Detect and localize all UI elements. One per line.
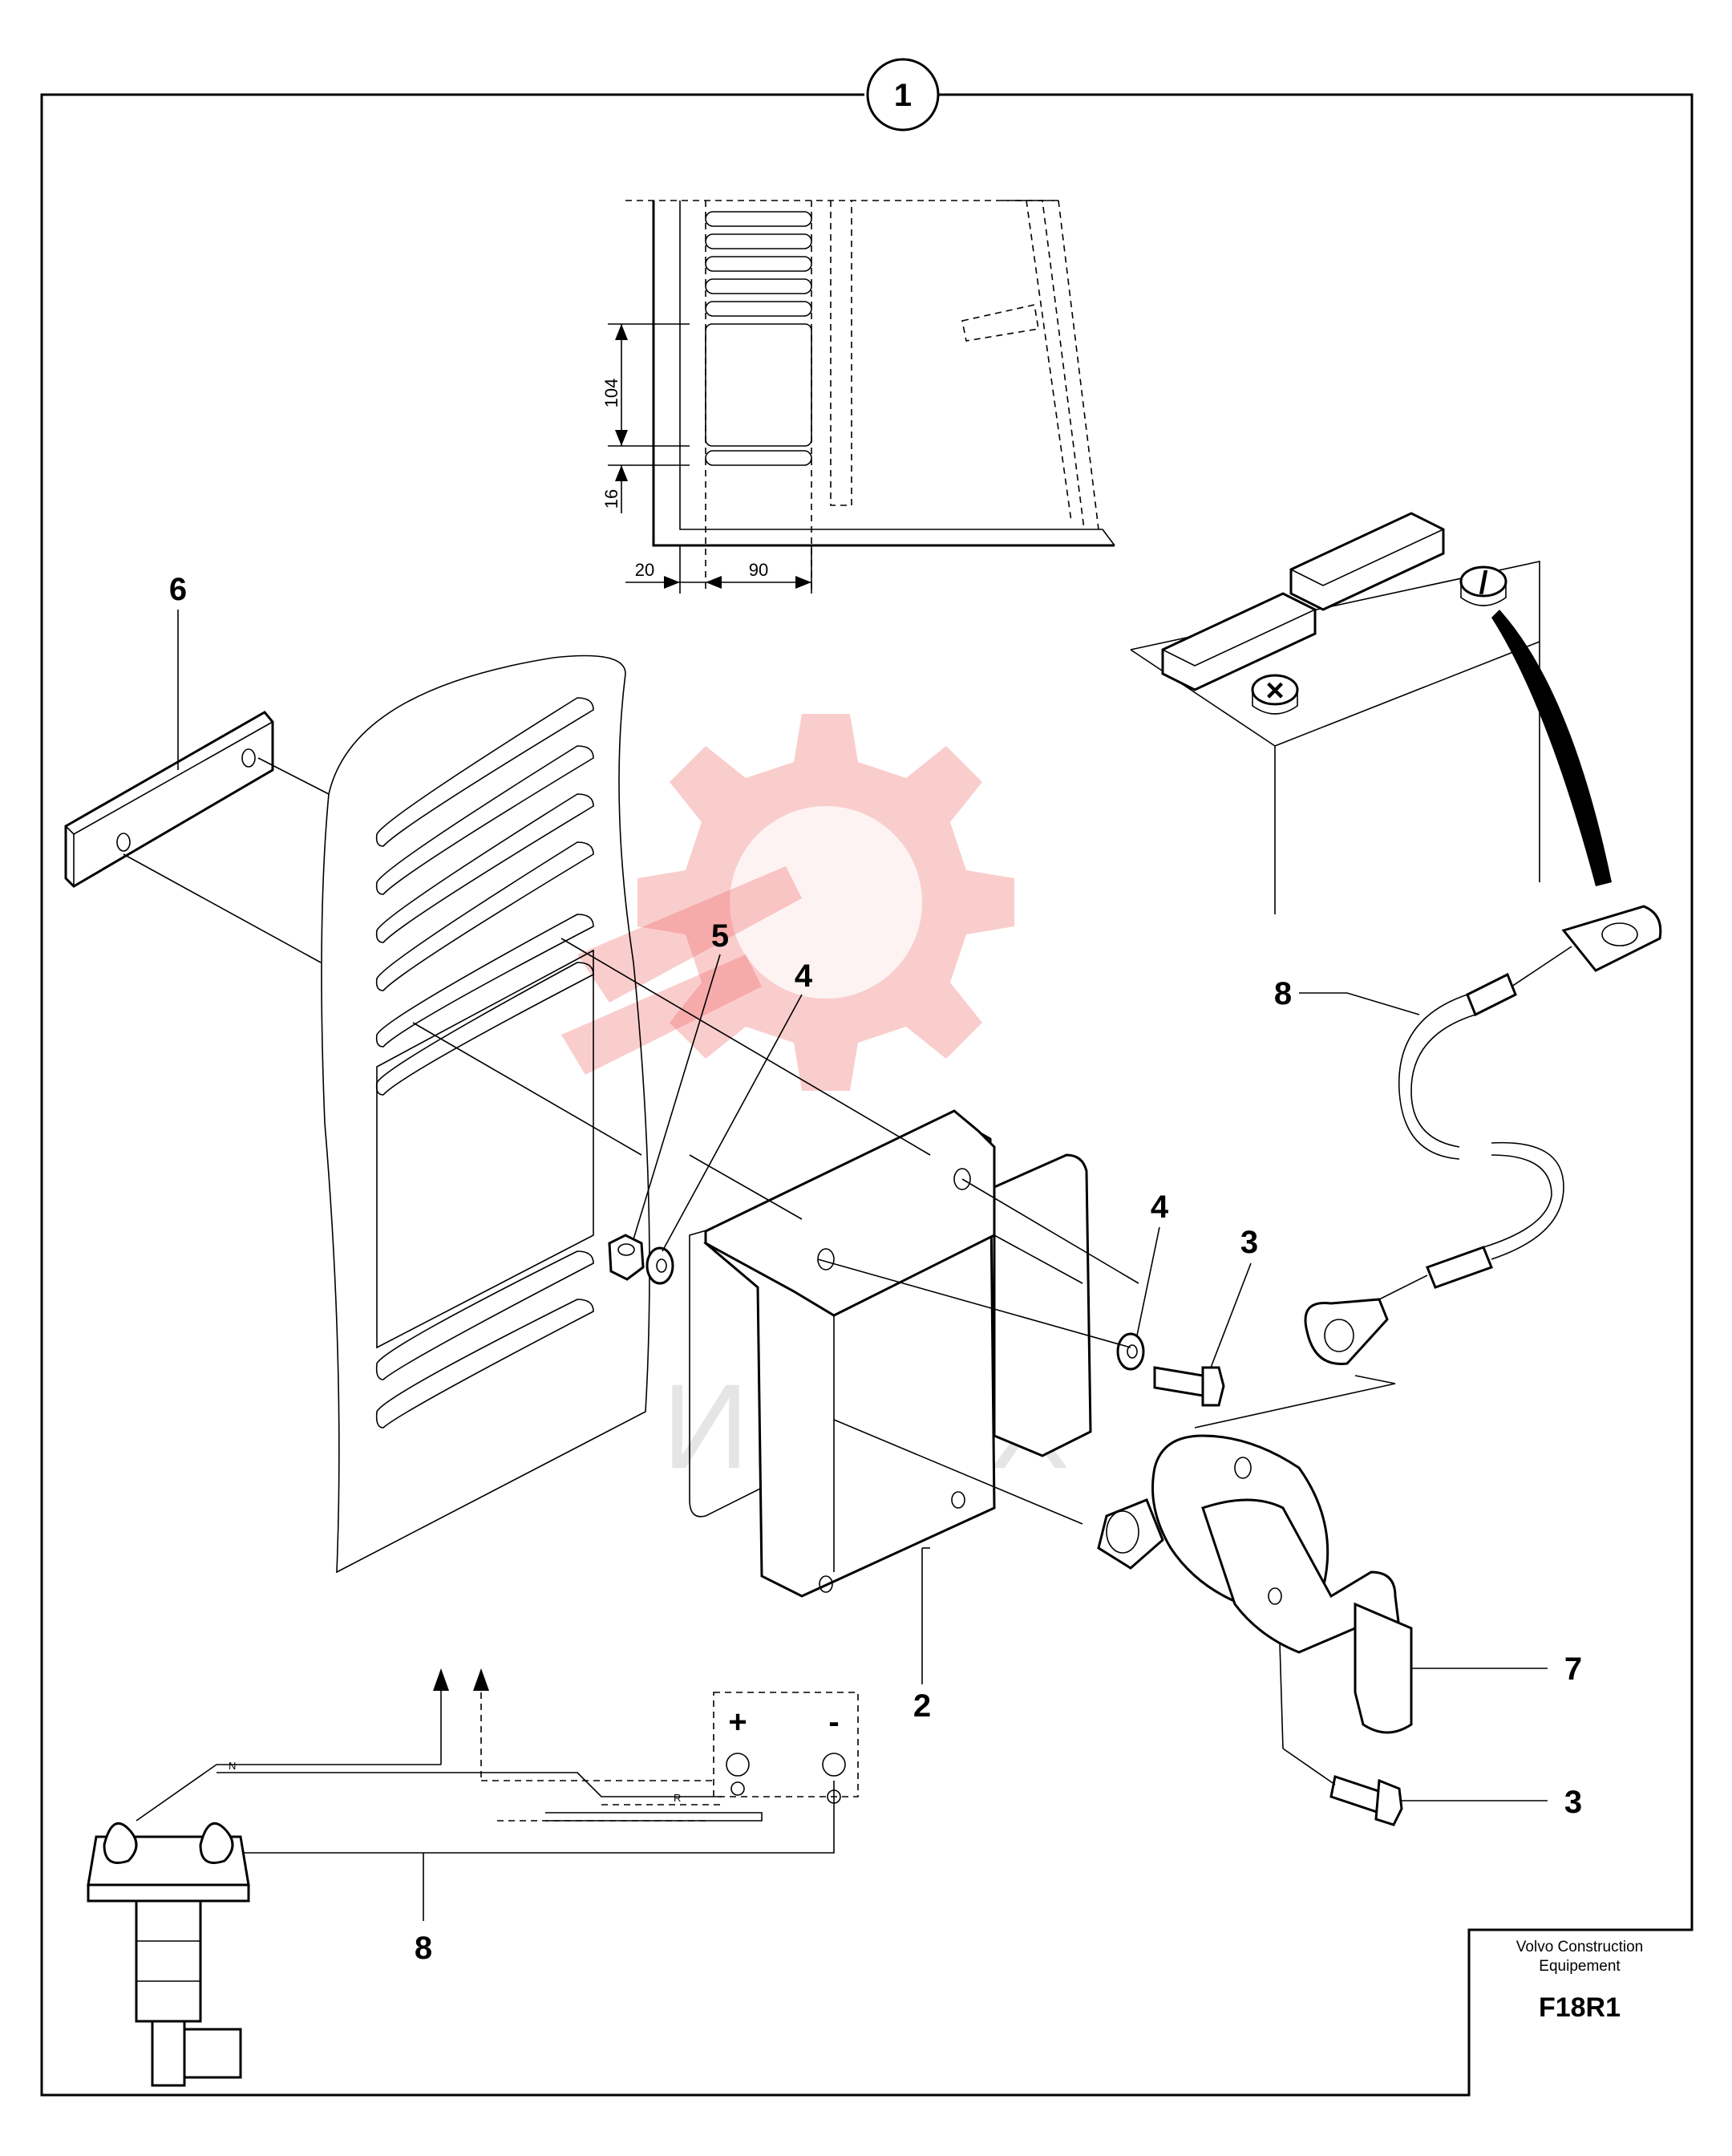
battery xyxy=(1130,512,1612,914)
callout-8-lower: 8 xyxy=(415,1931,432,1966)
wiring-schematic xyxy=(87,1668,859,2087)
maker-line-1: Volvo Construction xyxy=(1516,1939,1644,1955)
callout-5: 5 xyxy=(711,918,729,954)
callout-3-upper: 3 xyxy=(1240,1225,1258,1260)
callout-2: 2 xyxy=(913,1688,931,1724)
dimension-20: 20 xyxy=(635,560,654,580)
part-4-washer-left xyxy=(645,1246,674,1285)
alignment-lines xyxy=(412,938,1336,1785)
watermark-gear-logo xyxy=(561,714,1014,1091)
wire-r-label: R xyxy=(674,1792,681,1804)
part-4-washer-right xyxy=(1116,1332,1145,1371)
callout-8-upper: 8 xyxy=(1274,976,1292,1011)
callout-7: 7 xyxy=(1564,1651,1582,1687)
part-6-plate xyxy=(64,711,330,963)
part-8-cable xyxy=(1194,905,1662,1429)
view-number-circle xyxy=(866,58,940,132)
callout-4-right: 4 xyxy=(1151,1189,1169,1225)
drawing-frame xyxy=(40,93,1694,2097)
callout-4-left: 4 xyxy=(795,958,813,994)
side-panel xyxy=(321,654,650,1574)
title-block: Volvo Construction Equipement F18R1 xyxy=(1472,1938,1687,2024)
part-3-bolt-lower xyxy=(1329,1775,1403,1826)
leader-lines xyxy=(177,610,1548,1921)
battery-terminal-minus: × xyxy=(1265,673,1284,708)
part-2-bracket xyxy=(689,1109,1092,1598)
maker-line-2: Equipement xyxy=(1539,1958,1621,1975)
drawing-code: F18R1 xyxy=(1538,1992,1621,2023)
schematic-minus: - xyxy=(828,1704,839,1740)
callout-3-lower: 3 xyxy=(1564,1785,1582,1820)
battery-terminal-plus: / xyxy=(1479,565,1487,601)
part-7-battery-switch xyxy=(1097,1434,1413,1734)
part-3-bolt-upper xyxy=(1153,1366,1225,1407)
dimension-90: 90 xyxy=(749,560,768,580)
schematic-plus: + xyxy=(728,1704,747,1740)
part-5-nut xyxy=(608,1234,645,1281)
callout-6: 6 xyxy=(169,572,187,607)
dimension-104: 104 xyxy=(601,379,621,408)
view-number: 1 xyxy=(894,78,912,113)
wire-n-label: N xyxy=(229,1760,236,1772)
dimension-16: 16 xyxy=(601,489,621,509)
panel-cutout-detail xyxy=(608,200,1115,594)
